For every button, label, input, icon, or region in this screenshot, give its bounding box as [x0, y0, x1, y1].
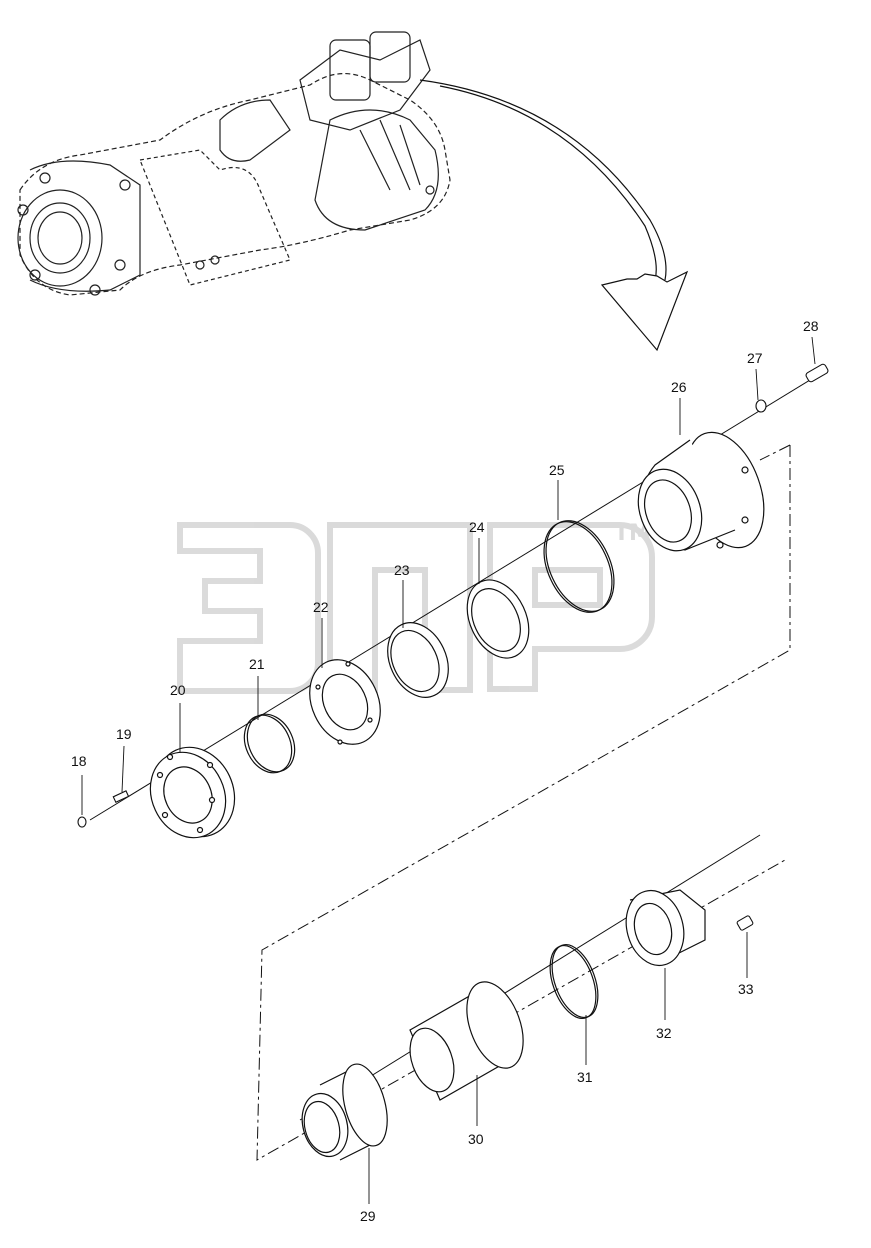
- label-22: 22: [313, 599, 329, 615]
- label-24: 24: [469, 519, 485, 535]
- label-25: 25: [549, 462, 565, 478]
- label-19: 19: [116, 726, 132, 742]
- curved-arrow: [419, 79, 689, 352]
- part-24-bearing-ring: [466, 579, 530, 659]
- part-21-ring: [243, 713, 296, 774]
- assembly-boundary: [256, 444, 791, 1161]
- label-26: 26: [671, 379, 687, 395]
- label-27: 27: [747, 350, 763, 366]
- label-28: 28: [803, 318, 819, 334]
- part-28-bolt: [805, 363, 829, 383]
- axle-assembly-illustration: [17, 31, 451, 296]
- label-32: 32: [656, 1025, 672, 1041]
- part-31-snap-ring: [549, 944, 599, 1019]
- part-number-labels: 18 19 20 21 22 23 24 25 26 27 28 29 30 3…: [71, 318, 819, 1224]
- label-18: 18: [71, 753, 87, 769]
- part-20-cover-flange: [149, 746, 236, 839]
- label-33: 33: [738, 981, 754, 997]
- label-29: 29: [360, 1208, 376, 1224]
- leader-lines: [81, 336, 816, 1204]
- label-30: 30: [468, 1131, 484, 1147]
- part-27-washer: [755, 399, 767, 413]
- label-20: 20: [170, 682, 186, 698]
- part-33-fitting: [736, 915, 754, 931]
- label-31: 31: [577, 1069, 593, 1085]
- part-26-housing: [637, 431, 765, 552]
- part-29-sleeve: [301, 1063, 388, 1161]
- part-32-nut: [625, 889, 706, 967]
- part-22-shim: [309, 659, 381, 745]
- part-23-seal: [387, 622, 449, 698]
- label-23: 23: [394, 562, 410, 578]
- part-18-plug: [77, 816, 87, 828]
- part-19-pin: [112, 790, 130, 803]
- label-21: 21: [249, 656, 265, 672]
- part-30-cylinder: [409, 981, 524, 1101]
- part-25-o-ring: [543, 520, 615, 613]
